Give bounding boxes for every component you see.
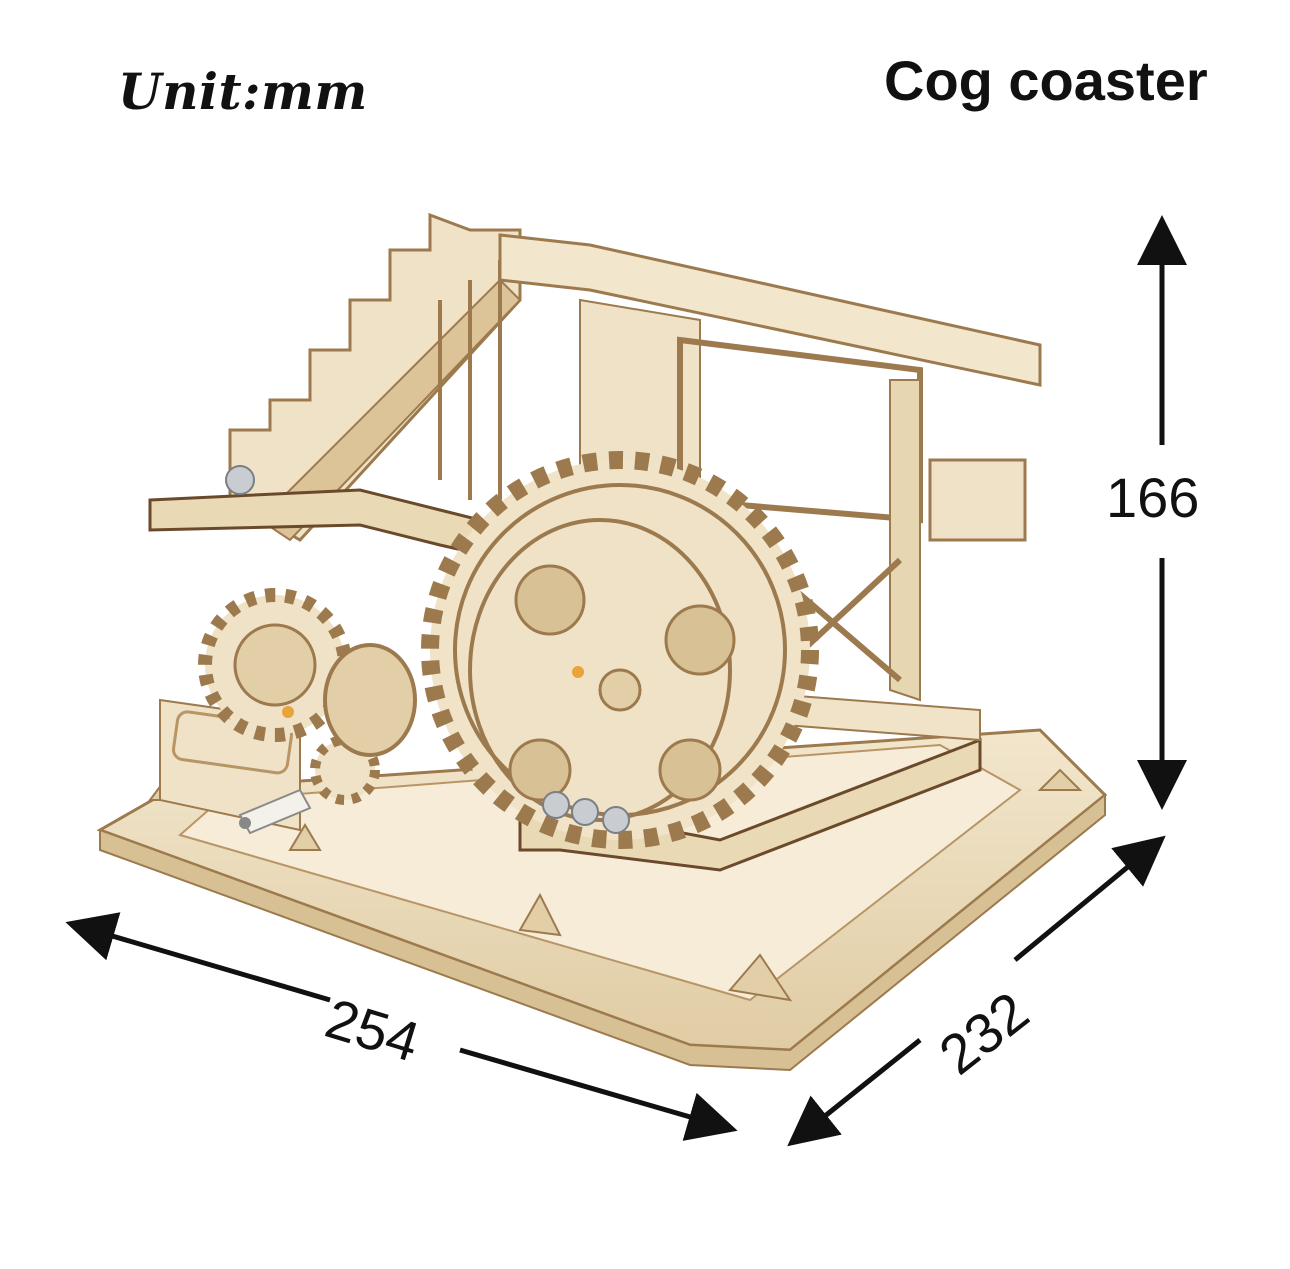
height-dimension-label: 166 [1106,466,1200,529]
unit-label: Unit:mm [118,62,368,121]
marbles [225,465,630,834]
upper-rail-structure [498,233,1042,702]
large-cog [421,451,819,849]
width-arrow-right [459,1047,738,1141]
small-gears [198,588,417,805]
depth-arrow-upper [1013,835,1166,962]
dimension-arrows [65,215,1187,1147]
staircase-tower [228,212,522,542]
product-title: Cog coaster [884,49,1208,112]
crank-handle [238,788,312,835]
depth-arrow-lower [787,1038,922,1147]
width-arrow-left [65,912,331,1003]
